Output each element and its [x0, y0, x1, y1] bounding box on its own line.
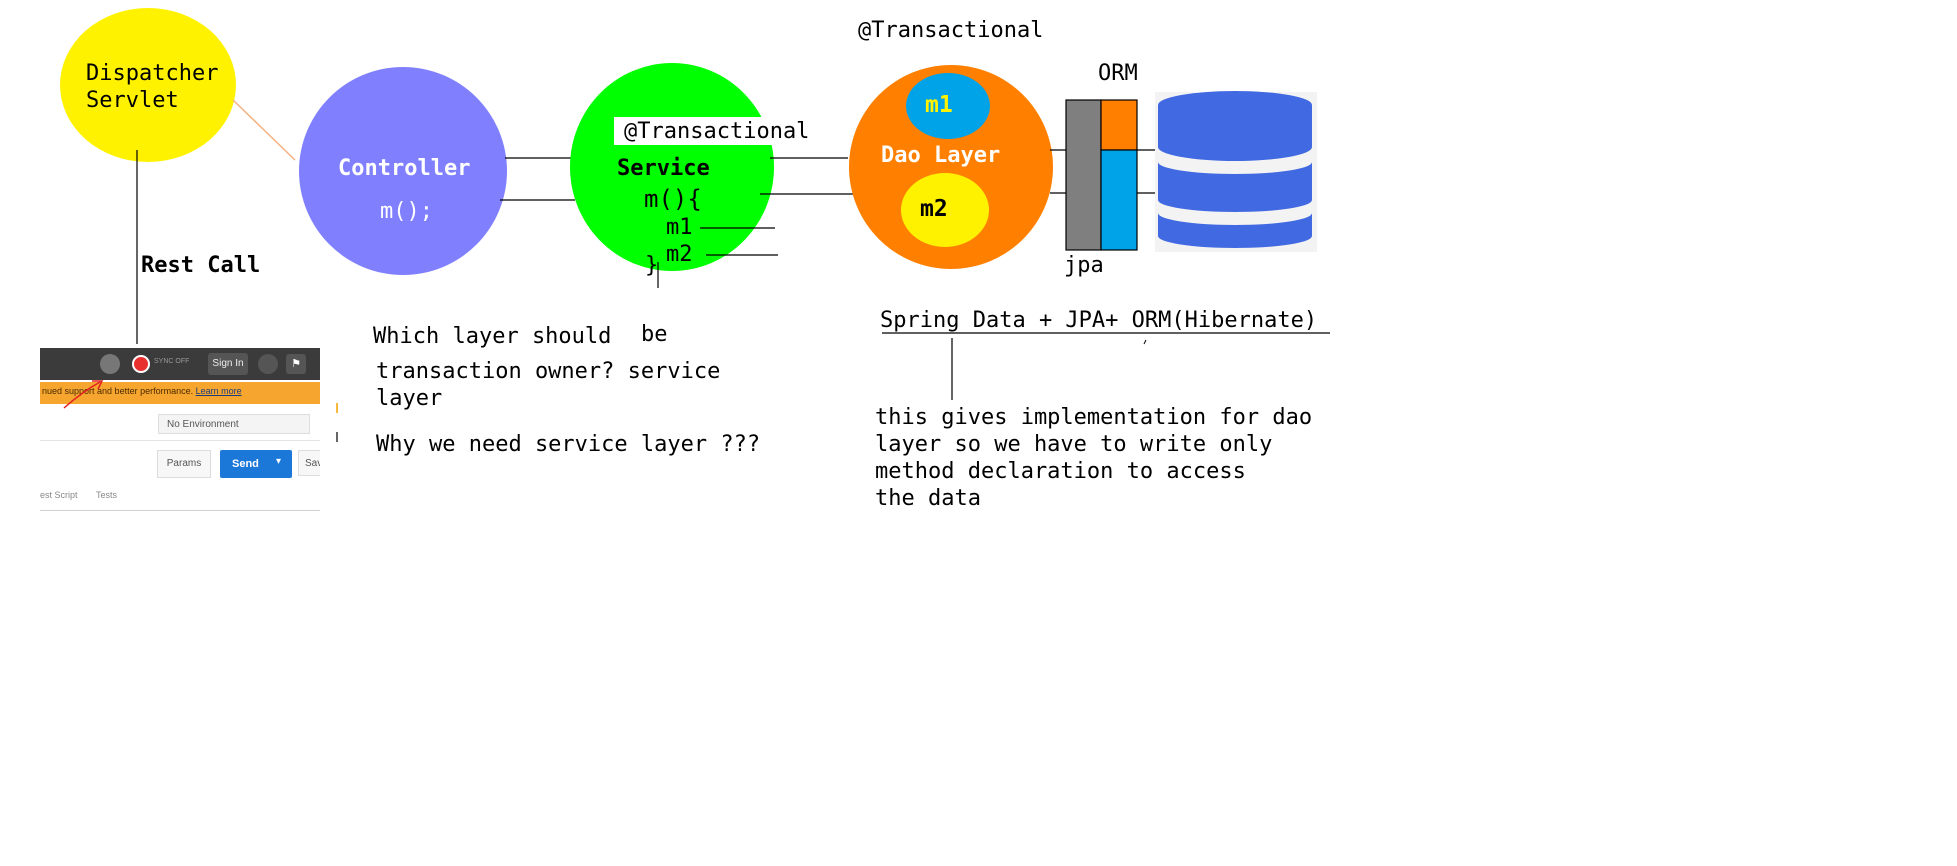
- interceptor-icon[interactable]: [100, 354, 120, 374]
- orm-label: ORM: [1098, 61, 1138, 86]
- orm-top-block: [1100, 99, 1138, 151]
- service-annotation: @Transactional: [624, 119, 810, 144]
- save-button[interactable]: Sav: [298, 450, 320, 476]
- impl-note-line4: the data: [875, 486, 981, 511]
- spring-data-label: Spring Data + JPA+ ORM(Hibernate): [880, 308, 1318, 333]
- postman-screenshot: SYNC OFF Sign In ⚑ nued support and bett…: [40, 348, 320, 511]
- dao-m1-node: [906, 73, 990, 139]
- send-button[interactable]: Send: [220, 450, 292, 478]
- postman-topbar: SYNC OFF Sign In ⚑: [40, 348, 320, 380]
- dao-annotation: @Transactional: [858, 18, 1044, 43]
- service-method-close: }: [645, 253, 659, 278]
- controller-node: [299, 67, 507, 275]
- question-line3: layer: [376, 386, 443, 411]
- banner-text: nued support and better performance.: [42, 386, 194, 396]
- sync-icon[interactable]: [132, 355, 150, 373]
- service-annotation-bg: [614, 117, 819, 145]
- dao-title: Dao Layer: [881, 143, 1001, 168]
- controller-method: m();: [380, 199, 433, 224]
- postman-update-banner: nued support and better performance. Lea…: [40, 382, 320, 404]
- stray-tick: [1143, 339, 1147, 345]
- bell-icon[interactable]: ⚑: [286, 354, 306, 374]
- question-line1: Which layer should: [373, 324, 612, 349]
- service-node: [570, 63, 774, 271]
- dao-layer-node: [849, 65, 1053, 269]
- dao-m2-label: m2: [920, 196, 948, 222]
- orm-bottom-block: [1100, 149, 1138, 251]
- question-why-service: Why we need service layer ???: [376, 432, 761, 457]
- impl-note-line1: this gives implementation for dao: [875, 405, 1313, 430]
- red-arrow-annotation: [63, 380, 104, 409]
- database-icon: [1155, 91, 1317, 252]
- tab-tests[interactable]: Tests: [96, 490, 118, 500]
- service-call-m1: m1: [666, 215, 693, 240]
- impl-note-line3: method declaration to access: [875, 459, 1246, 484]
- jpa-block: [1065, 99, 1102, 251]
- params-button[interactable]: Params: [157, 450, 211, 478]
- rest-call-label: Rest Call: [141, 253, 261, 278]
- dao-m1-label: m1: [925, 92, 953, 118]
- jpa-label: jpa: [1064, 253, 1104, 278]
- environment-select[interactable]: No Environment: [158, 414, 310, 434]
- service-title: Service: [617, 156, 710, 181]
- dispatcher-controller-connector: [232, 99, 296, 161]
- question-line2: transaction owner? service: [376, 359, 721, 384]
- dispatcher-label-line1: Dispatcher: [86, 61, 219, 86]
- tab-test-script[interactable]: est Script: [40, 490, 78, 500]
- impl-note-line2: layer so we have to write only: [875, 432, 1273, 457]
- controller-title: Controller: [338, 156, 471, 181]
- dispatcher-label-line2: Servlet: [86, 88, 179, 113]
- send-dropdown-icon[interactable]: ▾: [276, 456, 282, 467]
- service-method-open: m(){: [644, 185, 702, 213]
- service-call-m2: m2: [666, 242, 693, 267]
- learn-more-link[interactable]: Learn more: [195, 386, 242, 396]
- settings-icon[interactable]: [258, 354, 278, 374]
- dao-m2-node: [901, 173, 989, 247]
- sync-off-label: SYNC OFF: [154, 358, 190, 365]
- divider: [40, 440, 320, 441]
- question-be: be: [641, 322, 668, 347]
- dispatcher-servlet-node: [60, 8, 236, 162]
- sign-in-button[interactable]: Sign In: [208, 353, 248, 375]
